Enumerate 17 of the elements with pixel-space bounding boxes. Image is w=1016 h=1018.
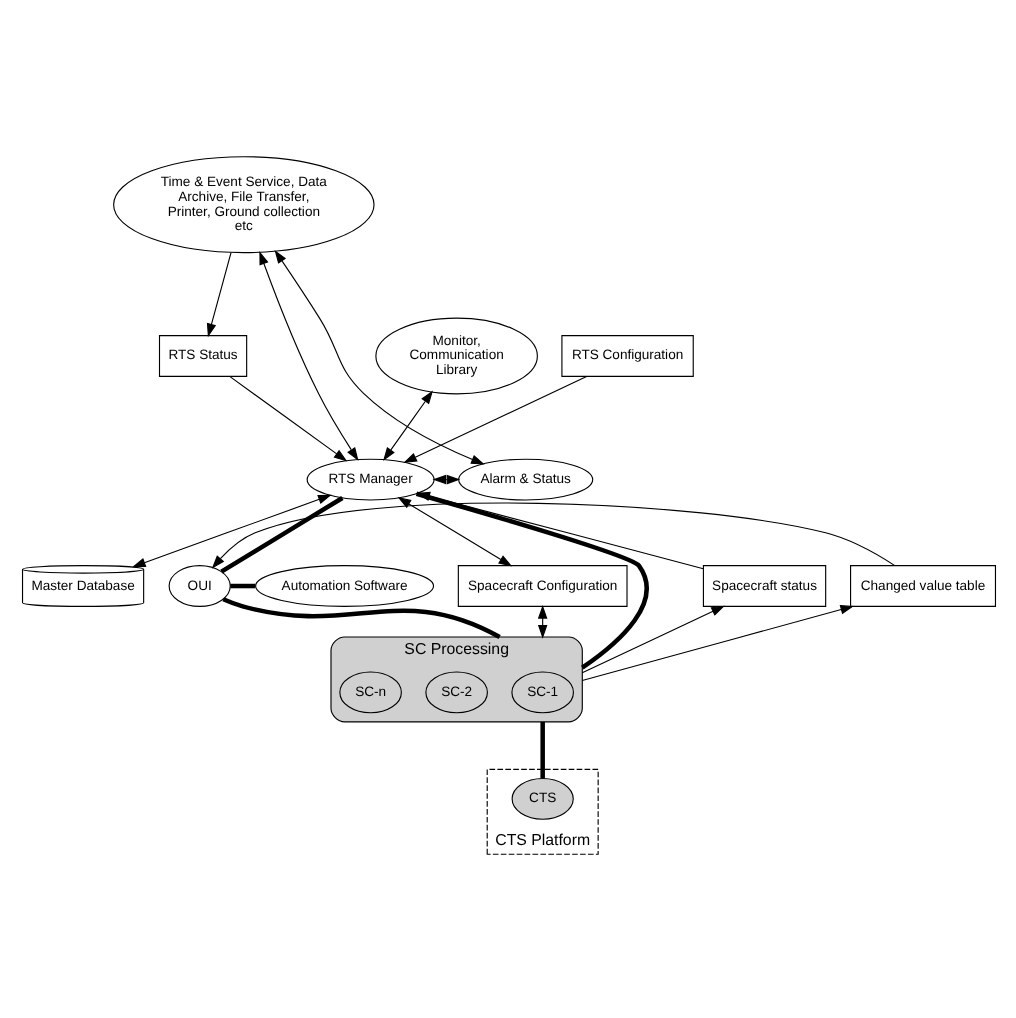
arrow <box>415 490 703 569</box>
arrow <box>131 493 331 567</box>
connector <box>219 495 343 573</box>
arrow <box>382 389 432 460</box>
connector <box>229 582 255 588</box>
arrow <box>228 375 347 461</box>
arrow <box>431 473 460 484</box>
arrow <box>210 501 895 568</box>
arrow <box>402 374 587 463</box>
arrow <box>396 496 512 566</box>
connector <box>539 720 544 778</box>
arrow <box>580 604 724 673</box>
arrow <box>273 248 484 464</box>
connector <box>414 490 648 669</box>
arrow <box>580 604 854 680</box>
arrow <box>205 250 231 337</box>
arrow <box>258 250 358 460</box>
